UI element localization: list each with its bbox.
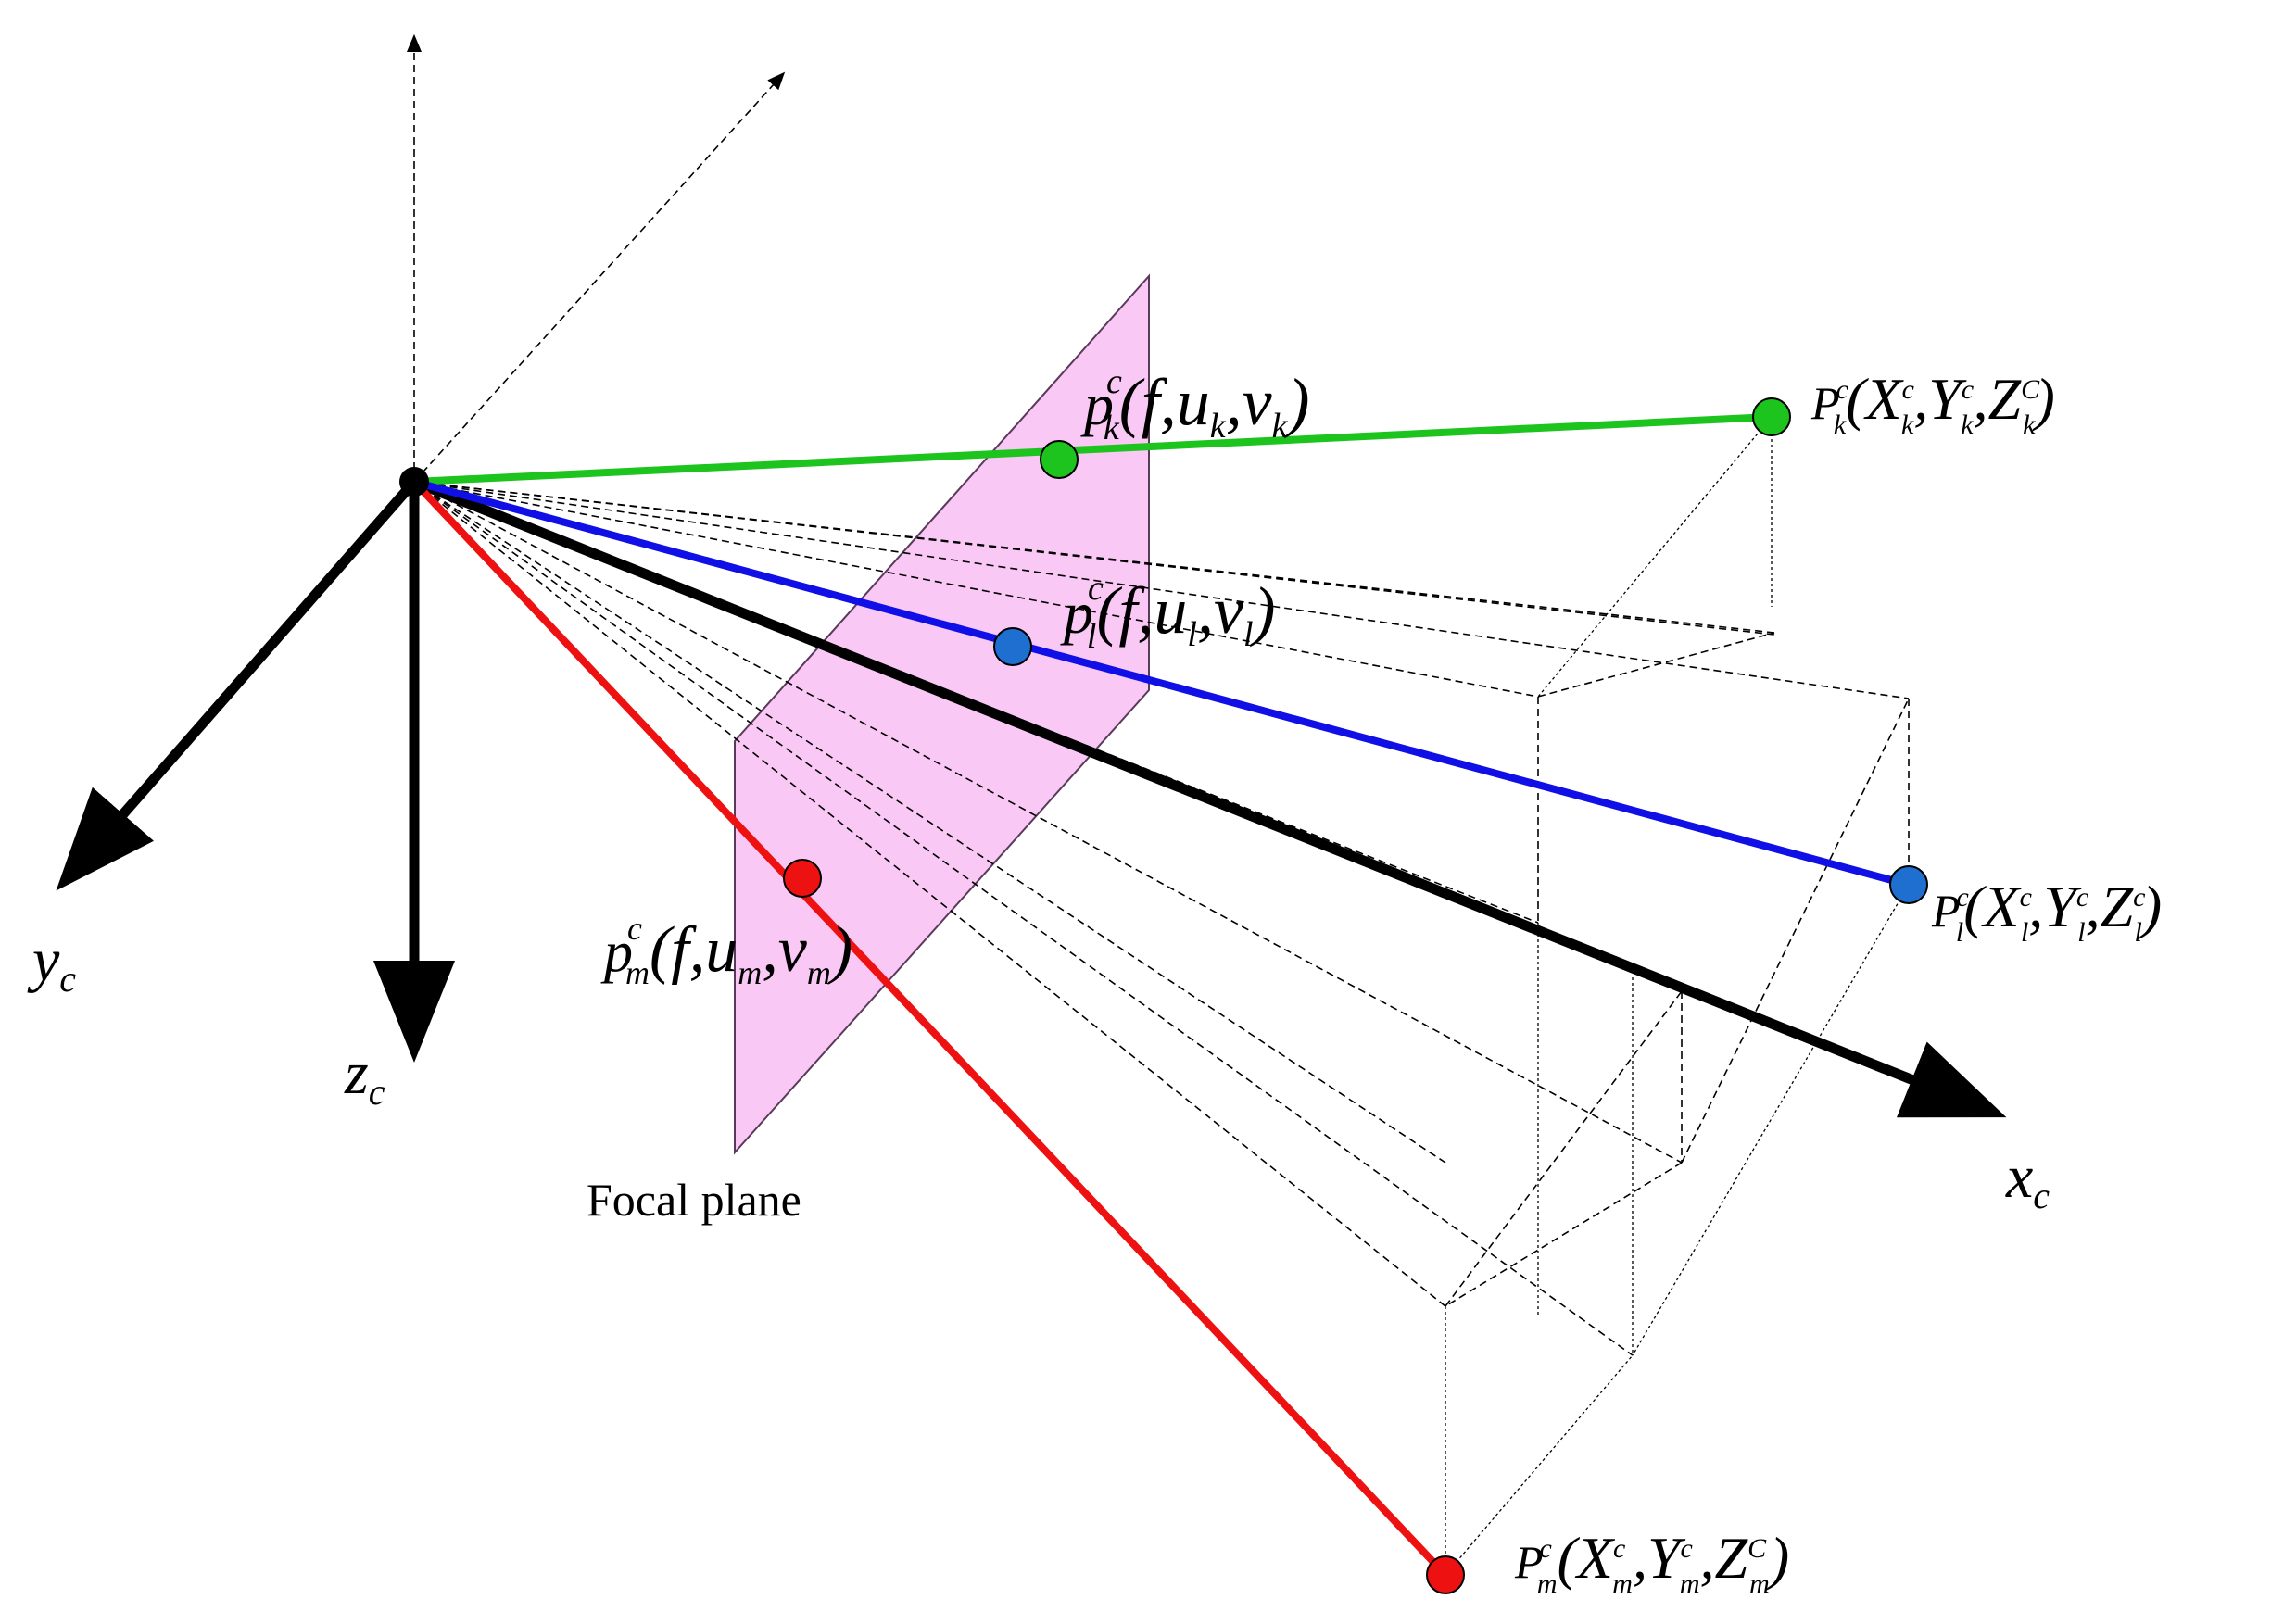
ray-m (411, 479, 1448, 1578)
image-point-l (993, 627, 1032, 666)
y-axis (56, 478, 419, 891)
world-point-k (1752, 397, 1791, 436)
world-point-m (1426, 1555, 1465, 1594)
image-point-k (1040, 440, 1079, 479)
x-axis (411, 476, 2007, 1118)
drop-lines (1445, 416, 1910, 1576)
x-axis-label: xc (2005, 1143, 2050, 1216)
ray-k (413, 413, 1773, 485)
world-point-l (1889, 865, 1928, 904)
ray-l (412, 478, 1911, 888)
image-point-m (783, 859, 822, 898)
camera-origin (399, 467, 429, 497)
z-axis-label: zc (344, 1039, 385, 1113)
y-axis-label: yc (27, 926, 76, 1000)
box-edges (1445, 632, 1910, 1307)
dashed-diagonal-axis (413, 71, 786, 483)
focal-plane-label: Focal plane (587, 1174, 801, 1226)
